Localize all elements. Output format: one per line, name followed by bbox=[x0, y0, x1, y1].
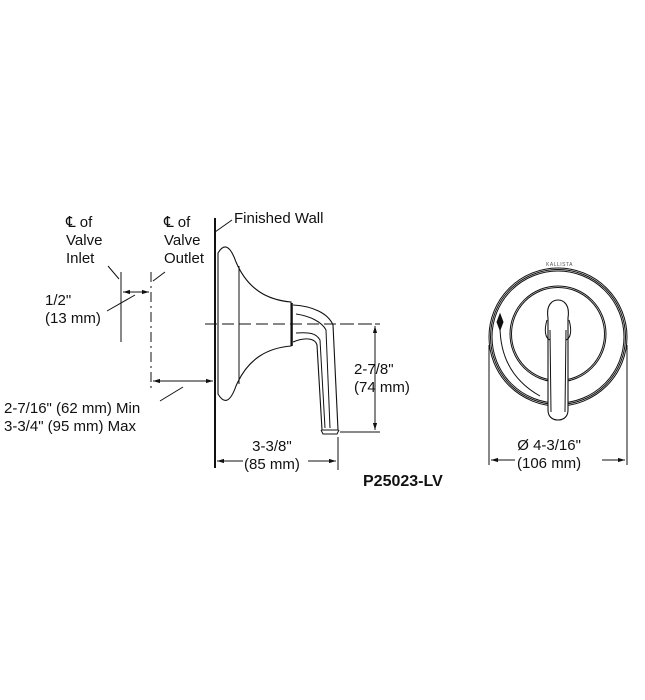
valve-outlet-label: ℄ of Valve Outlet bbox=[164, 214, 205, 267]
model-number: P25023-LV bbox=[363, 473, 443, 490]
rotation-arc bbox=[499, 325, 541, 397]
escutcheon-profile bbox=[217, 246, 292, 401]
finished-wall-label: Finished Wall bbox=[234, 210, 324, 227]
handle-profile bbox=[292, 304, 339, 431]
inlet-outlet-dimension: 1/2" (13 mm) bbox=[45, 292, 101, 327]
diameter-dimension: Ø 4-3/16" (106 mm) bbox=[517, 437, 582, 472]
projection-dimension: 3-3/8" (85 mm) bbox=[244, 438, 300, 473]
handle-drop-dimension: 2-7/8" (74 mm) bbox=[354, 361, 410, 396]
brand-mark: KALLISTA bbox=[546, 262, 573, 268]
wall-to-outlet-dimension: 2-7/16" (62 mm) Min 3-3/4" (95 mm) Max bbox=[4, 400, 141, 435]
handle-front bbox=[547, 299, 569, 421]
valve-inlet-label: ℄ of Valve Inlet bbox=[66, 214, 103, 267]
finished-wall-leader bbox=[214, 219, 233, 233]
